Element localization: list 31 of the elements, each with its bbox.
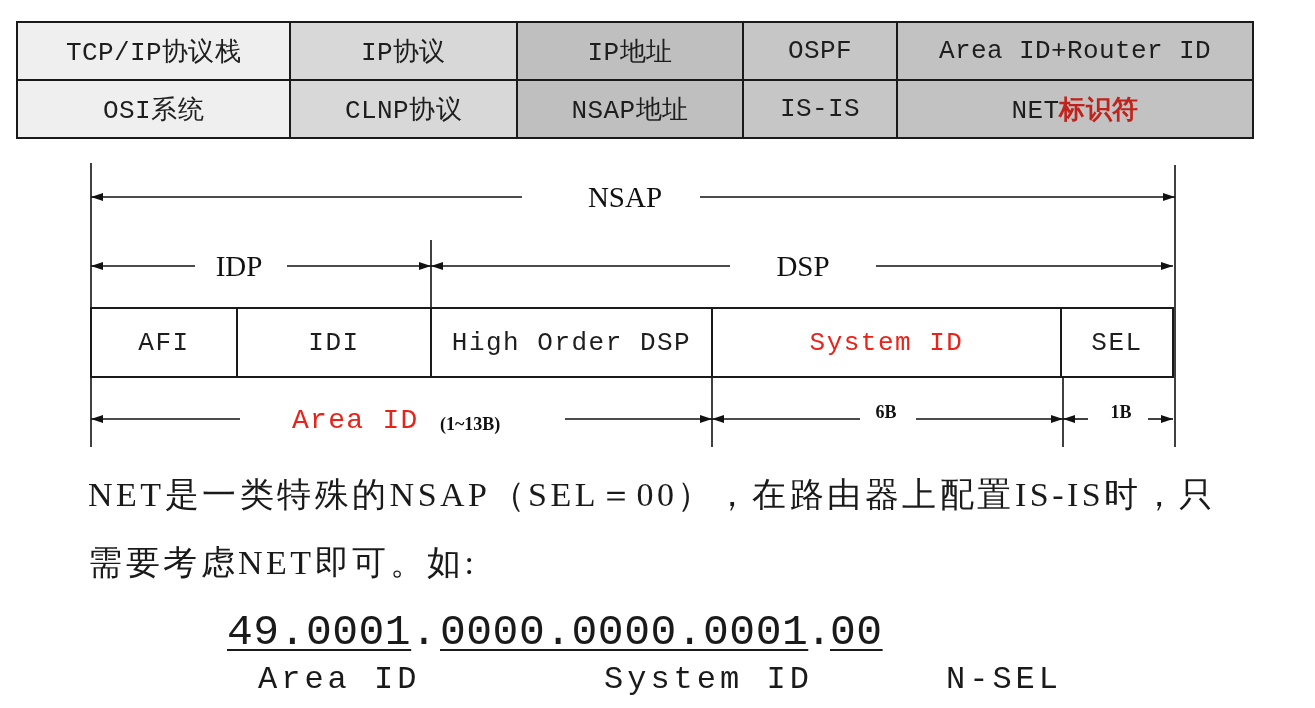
- field-caption: System ID: [604, 664, 813, 696]
- table-cell: IS-IS: [742, 79, 898, 139]
- table-cell: IP协议: [289, 21, 518, 81]
- table-cell: NET标识符: [896, 79, 1254, 139]
- address-part-label: 49.0001: [227, 611, 412, 654]
- table-cell: OSPF: [742, 21, 898, 81]
- table-cell: TCP/IP协议栈: [16, 21, 291, 81]
- table-cell: NSAP地址: [516, 79, 744, 139]
- dimension-label: NSAP: [587, 182, 663, 212]
- dimension-label: 1B: [1110, 403, 1132, 421]
- table-cell: Area ID+Router ID: [896, 21, 1254, 81]
- dimension-label: 6B: [875, 403, 897, 421]
- dimension-label: (1~13B): [440, 415, 501, 433]
- address-field: IDI: [236, 307, 432, 378]
- field-caption: N-SEL: [946, 664, 1062, 696]
- table-cell: IP地址: [516, 21, 744, 81]
- paragraph: NET是一类特殊的NSAP（SEL＝00），在路由器上配置IS-IS时，只需要考虑NET即可。如:: [88, 475, 1218, 583]
- address-field: High Order DSP: [430, 307, 713, 378]
- dimension-label: Area ID: [292, 407, 419, 435]
- separator-label: .: [806, 611, 833, 654]
- address-field: SEL: [1060, 307, 1174, 378]
- address-part-label: 0000.0000.0001: [440, 611, 809, 654]
- address-field: AFI: [90, 307, 238, 378]
- table-cell: OSI系统: [16, 79, 291, 139]
- separator-label: .: [411, 611, 438, 654]
- address-field: System ID: [711, 307, 1062, 378]
- table-cell: CLNP协议: [289, 79, 518, 139]
- field-caption: Area ID: [258, 664, 421, 696]
- dimension-label: IDP: [215, 251, 263, 281]
- dimension-label: DSP: [776, 251, 830, 281]
- address-part-label: 00: [830, 611, 883, 654]
